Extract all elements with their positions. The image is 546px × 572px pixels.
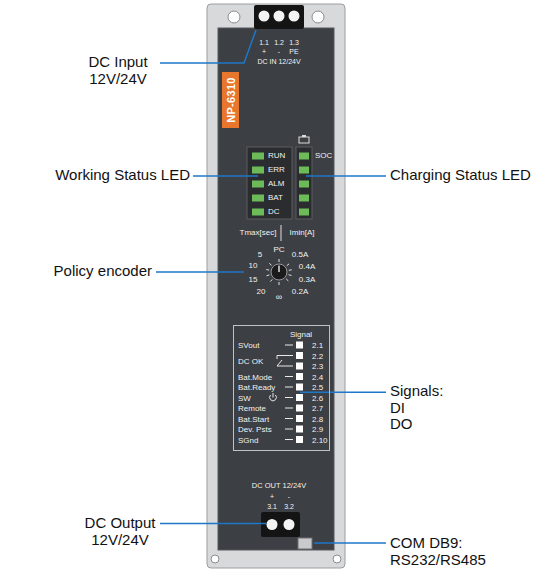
terminal-screw — [289, 11, 300, 22]
panel-label: Tmax[sec] — [240, 229, 277, 237]
panel-label: DC IN 12/24V — [257, 58, 300, 65]
panel-label: 20 — [257, 288, 266, 296]
status-led — [252, 153, 264, 160]
panel-label: 3.1 — [267, 503, 277, 510]
mounting-hole — [333, 555, 341, 563]
panel-label: BAT — [268, 194, 283, 202]
panel-label: 0.5A — [292, 251, 308, 259]
signal-name: Bat.Start — [238, 416, 269, 424]
panel-label: PE — [289, 48, 298, 55]
panel-label: DC OUT 12/24V — [252, 482, 306, 490]
signal-name: Bat.Ready — [238, 384, 275, 392]
panel-label: 0.3A — [299, 276, 315, 284]
signal-box: SignalSVout DC OK Bat.ModeBat.ReadySW Remot… — [233, 325, 330, 451]
callout-label: DC Input 12V/24V — [80, 54, 156, 87]
mounting-hole — [211, 555, 219, 563]
signal-name: SGnd — [238, 437, 258, 445]
status-led — [252, 181, 264, 188]
terminal-screw — [267, 519, 278, 530]
signal-name: 2.6 — [312, 395, 323, 403]
charge-led — [299, 181, 309, 188]
battery-icon — [302, 135, 306, 137]
encoder-pointer — [278, 266, 280, 273]
terminal-screw — [259, 11, 270, 22]
leader-lines — [156, 30, 386, 543]
callout-label: Working Status LED — [10, 167, 190, 184]
signal-name: 2.4 — [312, 374, 323, 382]
panel-label: 0.4A — [299, 263, 315, 271]
panel-label: ERR — [268, 166, 285, 174]
charge-led — [299, 209, 309, 216]
panel-label: 1.3 — [289, 39, 299, 46]
led-frame — [247, 147, 292, 219]
signal-name: 2.5 — [312, 384, 323, 392]
signal-name: 2.1 — [312, 342, 323, 350]
panel-label: 3.2 — [284, 503, 294, 510]
panel-label: 1.1 — [259, 39, 269, 46]
callout-label: COM DB9: RS232/RS485 — [390, 535, 490, 568]
panel-label: + — [262, 48, 266, 55]
mounting-bracket — [207, 4, 345, 568]
terminal-screw — [284, 519, 295, 530]
charge-led — [299, 195, 309, 202]
panel-label: - — [278, 48, 280, 55]
signal-name: 2.7 — [312, 405, 323, 413]
status-led — [252, 195, 264, 202]
input-terminal-block — [254, 5, 304, 29]
signal-name: Bat.Mode — [238, 374, 272, 382]
mounting-hole — [312, 11, 324, 23]
callout-label: Charging Status LED — [390, 167, 540, 184]
signal-name: Dev. Psts — [238, 426, 272, 434]
encoder-ticks — [266, 259, 291, 285]
signal-name: Signal — [290, 331, 312, 339]
signal-name: SVout — [238, 342, 259, 350]
panel-label: - — [288, 493, 290, 500]
status-led — [252, 167, 264, 174]
battery-icon — [299, 137, 309, 143]
panel-label: + — [270, 493, 274, 500]
signal-name: Remote — [238, 405, 266, 413]
signal-name: 2.10 — [312, 437, 328, 445]
callout-label: DC Output 12V/24V — [80, 515, 160, 548]
callout-label: Signals: DI DO — [390, 383, 450, 433]
signal-dashes — [285, 345, 293, 440]
panel-label: Imin[A] — [290, 229, 315, 237]
signal-name: 2.8 — [312, 416, 323, 424]
signal-name: 2.3 — [312, 363, 323, 371]
led-frame — [296, 147, 312, 219]
front-panel — [218, 28, 334, 550]
panel-label: 1.2 — [274, 39, 284, 46]
panel-label: ALM — [268, 180, 284, 188]
com-port — [298, 538, 312, 549]
relay-switch-symbol — [277, 356, 285, 367]
panel-label: DC — [268, 208, 280, 216]
panel-label: 5 — [258, 251, 262, 259]
signal-name: DC OK — [238, 358, 263, 366]
signal-name: 2.2 — [312, 353, 323, 361]
charge-led — [299, 153, 309, 160]
output-terminal-block — [261, 512, 300, 537]
model-name: NP-6310 — [225, 77, 236, 123]
terminal-screw — [274, 11, 285, 22]
separator — [281, 225, 282, 241]
signal-name: 2.9 — [312, 426, 323, 434]
encoder-knob — [271, 264, 287, 280]
panel-label: 10 — [249, 262, 258, 270]
power-symbol — [270, 393, 277, 401]
model-badge: NP-6310 — [222, 72, 239, 128]
mounting-hole — [228, 11, 240, 23]
callout-label: Policy encoder — [40, 263, 152, 280]
panel-label: ∞ — [276, 293, 282, 302]
panel-label: 0.2A — [292, 288, 308, 296]
status-led — [252, 209, 264, 216]
charge-led — [299, 167, 309, 174]
panel-label: PC — [273, 246, 284, 254]
signal-name: SW — [238, 395, 251, 403]
panel-label: SOC — [315, 152, 332, 160]
panel-label: 15 — [249, 276, 258, 284]
panel-label: RUN — [268, 152, 285, 160]
